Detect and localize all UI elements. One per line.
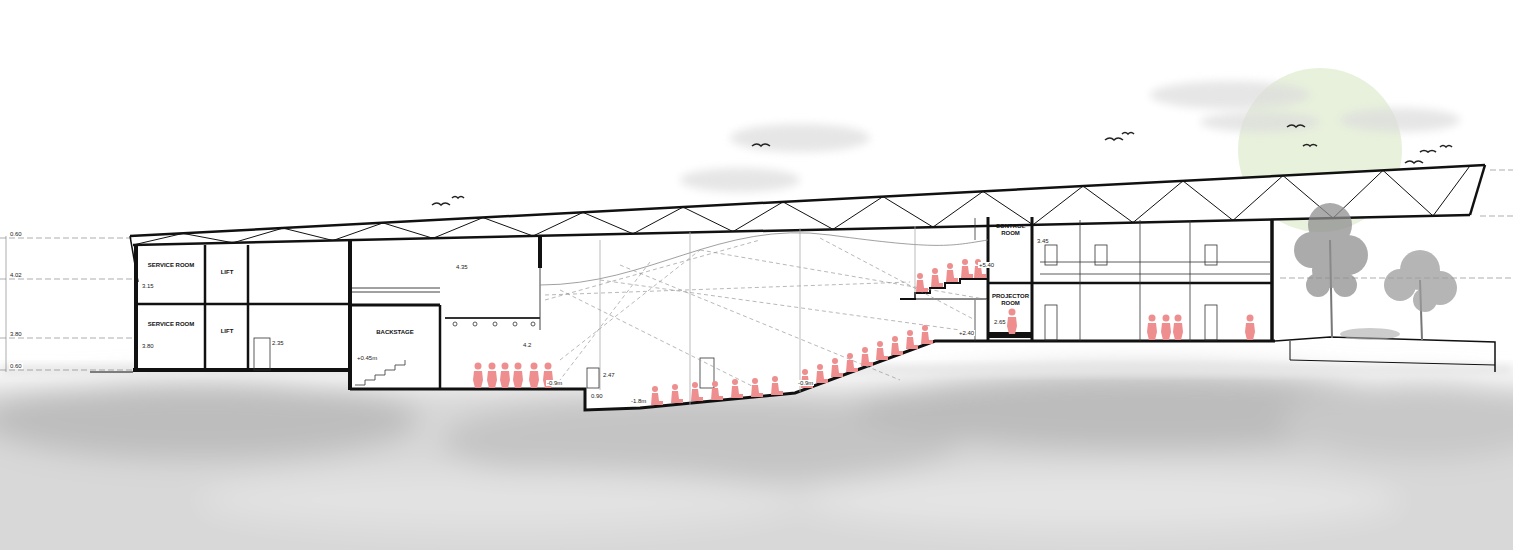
dimension-label: 3.15 [141, 283, 155, 289]
roof-truss [130, 165, 1485, 282]
dimension-label: 2.65 [993, 319, 1007, 325]
room-box: SERVICE ROOM [139, 247, 203, 302]
room-box: PROJECTOR ROOM [990, 285, 1031, 333]
people [473, 259, 1255, 405]
ground-mass [0, 370, 1513, 550]
room-box: LIFT [207, 247, 247, 302]
room-name: SERVICE ROOM [148, 321, 195, 328]
walls [90, 217, 1495, 410]
interior-details [254, 218, 1270, 405]
dimension-label: 2.35 [271, 340, 285, 346]
dimension-label: +5.40 [978, 262, 995, 268]
dimension-label: 2.47 [602, 372, 616, 378]
dimension-label: 4.02 [9, 272, 23, 278]
dimension-label: -1.8m [630, 398, 647, 404]
room-box: BACKSTAGE [352, 307, 438, 386]
dimension-label: +0.45m [356, 355, 378, 361]
light-rays [545, 238, 990, 390]
dimension-label: +2.40 [958, 330, 975, 336]
room-name: PROJECTOR ROOM [991, 293, 1030, 307]
dimension-label: -0.9m [546, 380, 563, 386]
dimension-label: 3.45 [1036, 238, 1050, 244]
room-box: CONTROL ROOM [990, 219, 1031, 281]
tree [1294, 203, 1457, 340]
room-name: BACKSTAGE [376, 329, 414, 336]
dimension-label: 4.2 [522, 342, 532, 348]
dimension-label: 4.35 [455, 264, 469, 270]
room-name: CONTROL ROOM [991, 223, 1030, 237]
dimension-label: 3.80 [9, 331, 23, 337]
level-scale [0, 170, 1513, 372]
room-name: LIFT [221, 328, 234, 335]
dimension-label: 0.60 [9, 231, 23, 237]
dimension-label: 0.90 [590, 393, 604, 399]
room-box: LIFT [207, 306, 247, 368]
dimension-label: 0.60 [9, 363, 23, 369]
room-name: SERVICE ROOM [148, 262, 195, 269]
room-name: LIFT [221, 269, 234, 276]
dimension-label: 3.80 [141, 343, 155, 349]
dimension-label: -0.9m [797, 380, 814, 386]
room-box: SERVICE ROOM [139, 306, 203, 368]
